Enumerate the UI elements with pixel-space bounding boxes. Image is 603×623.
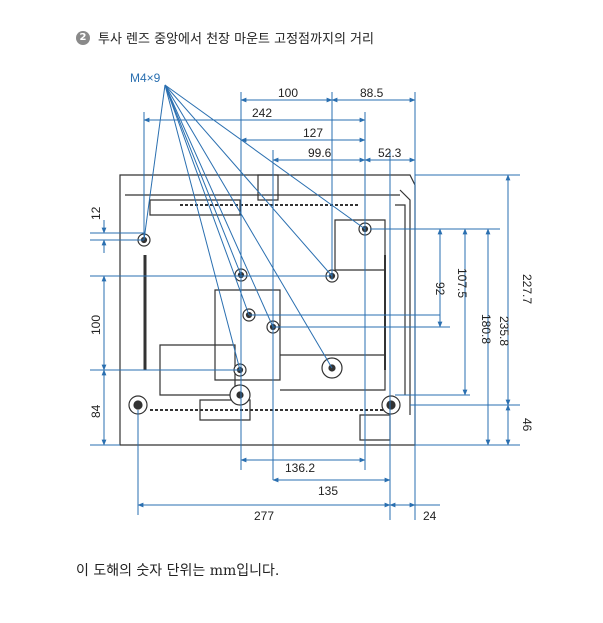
dim-277: 277: [254, 509, 274, 523]
section-heading: 2 투사 렌즈 중앙에서 천장 마운트 고정점까지의 거리: [76, 28, 374, 47]
dim-52-3: 52.3: [378, 146, 402, 160]
dim-227-7: 227.7: [520, 274, 534, 304]
projector-outline: [119, 174, 416, 446]
dim-99-6: 99.6: [308, 146, 332, 160]
mount-points: [128, 222, 401, 415]
dim-100-top: 100: [278, 86, 298, 100]
dim-136-2: 136.2: [285, 461, 315, 475]
dim-135: 135: [318, 484, 338, 498]
dim-235-8: 235.8: [497, 316, 511, 346]
dim-24: 24: [423, 509, 437, 523]
dim-242: 242: [252, 106, 272, 120]
dim-84: 84: [89, 404, 103, 418]
dim-12: 12: [89, 206, 103, 220]
heading-title: 투사 렌즈 중앙에서 천장 마운트 고정점까지의 거리: [98, 32, 374, 47]
dim-46: 46: [520, 418, 534, 432]
dim-127: 127: [303, 126, 323, 140]
step-number-badge: 2: [76, 30, 90, 45]
dim-180-8: 180.8: [479, 314, 493, 344]
dim-92: 92: [433, 282, 447, 296]
dim-100-left: 100: [89, 315, 103, 335]
dim-107-5: 107.5: [455, 268, 469, 298]
dim-88-5: 88.5: [360, 86, 384, 100]
units-footnote: 이 도해의 숫자 단위는 mm입니다.: [76, 563, 280, 579]
screw-spec-label: M4×9: [130, 71, 161, 85]
screw-leader-lines: [143, 84, 366, 371]
